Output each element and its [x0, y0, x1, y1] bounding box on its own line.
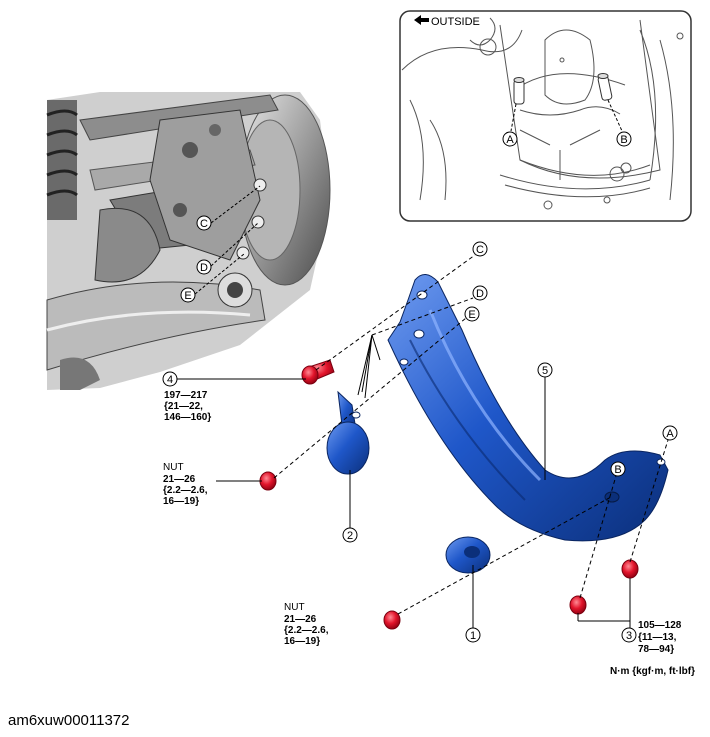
exploded-callout-c: C [476, 244, 484, 256]
svg-text:16—19}: 16—19} [163, 496, 199, 507]
torque-bolt4: 197—217 {21—22, 146—160} [164, 390, 211, 423]
nut-lower [383, 610, 401, 630]
inset-view: OUTSIDE [399, 10, 692, 222]
photo-callout-c: C [200, 218, 208, 230]
inset-callout-b: B [620, 134, 627, 146]
part-number-4: 4 [167, 374, 173, 386]
inset-stud-a [513, 77, 525, 105]
torque-nut-lower: NUT 21—26 {2.2—2.6, 16—19} [284, 602, 329, 647]
photo-callout-d: D [200, 262, 208, 274]
figure-id: am6xuw00011372 [8, 712, 130, 729]
part-number-2: 2 [347, 530, 353, 542]
svg-text:NUT: NUT [284, 602, 305, 613]
inset-stud-b [597, 73, 613, 101]
bolt-part4 [301, 359, 335, 385]
outside-label: OUTSIDE [431, 16, 480, 28]
exploded-callout-a: A [666, 428, 674, 440]
exploded-callout-d: D [476, 288, 484, 300]
bolt-part3-a [621, 559, 639, 579]
part2-bracket [326, 390, 370, 475]
exploded-dashed-lines [273, 254, 669, 615]
units-label: N·m {kgf·m, ft·lbf} [610, 666, 695, 677]
trailing-arm [387, 274, 669, 542]
svg-text:105—128: 105—128 [638, 620, 682, 631]
arrow-left-icon [414, 15, 429, 25]
svg-text:21—26: 21—26 [163, 474, 196, 485]
svg-text:16—19}: 16—19} [284, 636, 320, 647]
svg-text:NUT: NUT [163, 462, 184, 473]
part1-bushing [445, 536, 491, 574]
part-number-1: 1 [470, 630, 476, 642]
photo-callout-e: E [184, 290, 191, 302]
svg-text:21—26: 21—26 [284, 614, 317, 625]
svg-text:{2.2—2.6,: {2.2—2.6, [163, 485, 208, 496]
exploded-callout-e: E [468, 309, 475, 321]
exploded-callout-b: B [614, 464, 621, 476]
inset-callout-a: A [506, 134, 514, 146]
photo-callouts [194, 185, 261, 295]
part-number-3: 3 [626, 630, 632, 642]
svg-text:{21—22,: {21—22, [164, 401, 203, 412]
nut-upper [259, 471, 277, 491]
torque-nut-upper: NUT 21—26 {2.2—2.6, 16—19} [163, 462, 208, 507]
part-number-5: 5 [542, 365, 548, 377]
svg-text:{11—13,: {11—13, [638, 632, 677, 643]
torque-bolts3: 105—128 {11—13, 78—94} [638, 620, 682, 655]
svg-text:{2.2—2.6,: {2.2—2.6, [284, 625, 329, 636]
suspension-photo [46, 92, 331, 390]
svg-text:146—160}: 146—160} [164, 412, 211, 423]
bolt-part3-b [569, 595, 587, 615]
svg-text:78—94}: 78—94} [638, 644, 674, 655]
svg-text:197—217: 197—217 [164, 390, 208, 401]
